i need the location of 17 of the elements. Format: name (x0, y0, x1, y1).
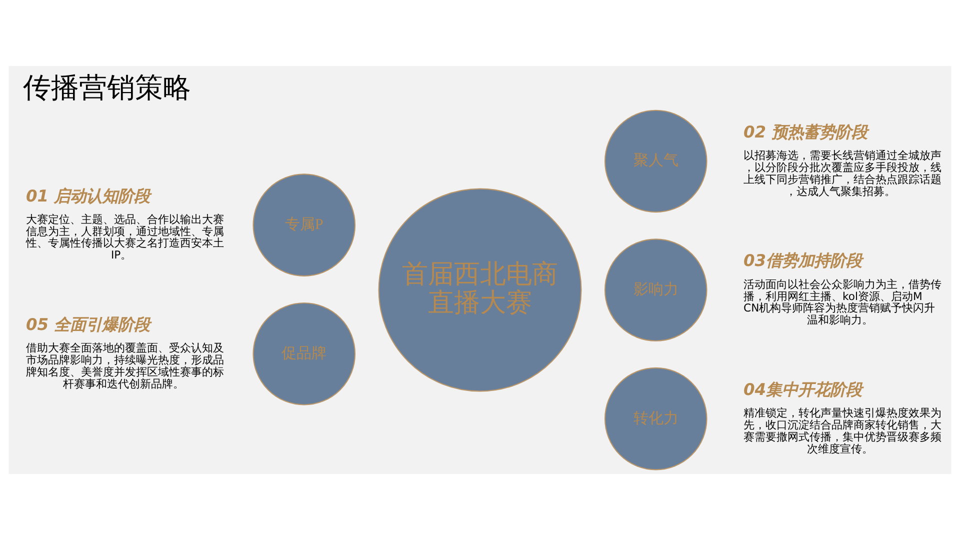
node-label: 04集中开花阶段 (744, 380, 862, 399)
node-circle: 转化力 (604, 367, 708, 470)
node-circle: 促品牌 (252, 302, 356, 406)
node-label: 03借势加持阶段 (744, 251, 862, 270)
node-label: 05 全面引爆阶段 (26, 315, 150, 334)
node-label: 大赛定位、主题、选品、合作以输出大赛信息为主，人群划项，通过地域性、专属性、专属性传播以大赛之名打造西安本土IP。 (26, 212, 224, 262)
node-circle: 影响力 (604, 238, 708, 342)
node-circle: 首届西北电商直播大赛 (378, 188, 582, 392)
node-label: 精准锁定，转化声量快速引爆热度效果为先，收口沉淀结合品牌商家转化销售，大赛需要撒网式传播，集中优势晋级赛多频次维度宣传。 (744, 406, 942, 456)
node-label: 以招募海选，需要长线营销通过全城放声，以分阶段分批次覆盖应多手段投放，线上线下同步营销推广，结合热点跟踪话题，达成人气聚集招募。 (744, 149, 942, 198)
node-label: 02 预热蓄势阶段 (744, 122, 868, 142)
node-label: 01 启动认知阶段 (26, 186, 150, 206)
node-label: 活动面向以社会公众影响力为主，借势传播，利用网红主播、kol资源、启动MCN机构导师阵容为热度营销赋予快闪升温和影响力。 (744, 278, 942, 327)
node-circle: 聚人气 (604, 110, 708, 213)
node-label: 借助大赛全面落地的覆盖面、受众认知及市场品牌影响力，持续曝光热度，形成品牌知名度、美誉度并发挥区域性赛事的标杆赛事和迭代创新品牌。 (26, 342, 224, 390)
diagram-title: 传播营销策略 (23, 71, 192, 104)
node-circle: 专属P (252, 174, 356, 276)
